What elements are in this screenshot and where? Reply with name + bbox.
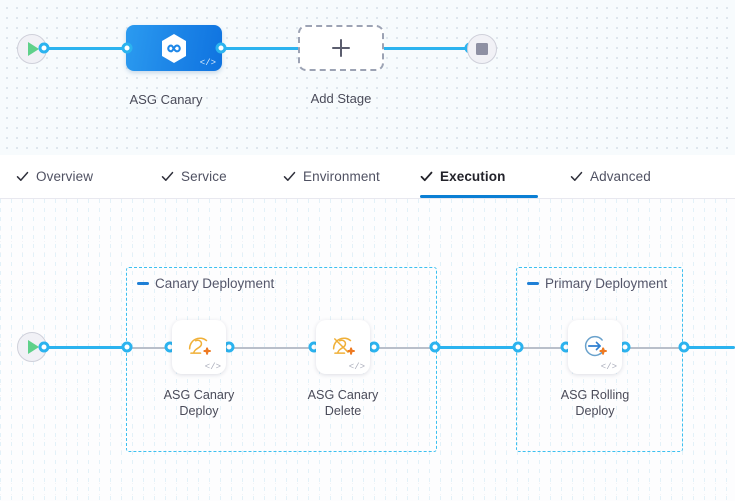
code-badge: </> bbox=[348, 362, 365, 372]
group1-exit-port[interactable] bbox=[429, 341, 441, 353]
group-header-canary-deployment[interactable]: Canary Deployment bbox=[137, 276, 274, 291]
collapse-dash-icon[interactable] bbox=[527, 282, 539, 285]
add-stage-label: Add Stage bbox=[310, 91, 372, 106]
step-label-line1: ASG Canary bbox=[163, 388, 235, 402]
step-delete-out-port[interactable] bbox=[368, 341, 380, 353]
collapse-dash-icon[interactable] bbox=[137, 282, 149, 285]
check-icon bbox=[161, 170, 174, 183]
step-label-line1: ASG Rolling bbox=[560, 388, 630, 402]
edge-asg-canary-to-add-stage bbox=[212, 47, 304, 50]
step-node-asg-canary-deploy[interactable]: </> bbox=[172, 320, 226, 374]
exec-edge-group2-out bbox=[626, 347, 684, 349]
group-canary-deployment[interactable]: Canary Deployment bbox=[126, 267, 437, 452]
stage-asg-canary-out-port[interactable] bbox=[215, 42, 227, 54]
check-icon bbox=[420, 170, 433, 183]
group2-entry-port[interactable] bbox=[512, 341, 524, 353]
stage-asg-canary-in-port[interactable] bbox=[121, 42, 133, 54]
stage-canvas[interactable]: </> ASG Canary Add Stage bbox=[0, 0, 735, 155]
tab-label: Execution bbox=[440, 169, 506, 184]
stage-label-asg-canary: ASG Canary bbox=[129, 92, 203, 107]
step-label-line1: ASG Canary bbox=[307, 388, 379, 402]
code-badge: </> bbox=[204, 362, 221, 372]
stage-tabbar: Overview Service Environment Execution bbox=[0, 155, 735, 199]
step-label-line2: Deploy bbox=[179, 404, 219, 418]
group-title: Primary Deployment bbox=[545, 276, 668, 291]
check-icon bbox=[16, 170, 29, 183]
tab-advanced[interactable]: Advanced bbox=[570, 155, 651, 198]
add-stage-button[interactable] bbox=[298, 25, 384, 71]
play-icon bbox=[28, 42, 39, 56]
code-badge: </> bbox=[600, 362, 617, 372]
asg-rolling-deploy-icon bbox=[584, 335, 607, 356]
step-label-asg-canary-deploy: ASG Canary Deploy bbox=[134, 387, 264, 419]
step-label-line2: Deploy bbox=[575, 404, 615, 418]
asg-canary-deploy-icon bbox=[188, 336, 211, 355]
step-label-asg-rolling-deploy: ASG Rolling Deploy bbox=[530, 387, 660, 419]
exec-edge-start bbox=[42, 346, 128, 349]
tab-label: Advanced bbox=[590, 169, 651, 184]
stop-icon bbox=[476, 43, 488, 55]
exec-start-port[interactable] bbox=[38, 341, 50, 353]
check-icon bbox=[283, 170, 296, 183]
group-primary-deployment[interactable]: Primary Deployment bbox=[516, 267, 683, 452]
exec-edge-group1-out bbox=[376, 347, 434, 349]
check-icon bbox=[570, 170, 583, 183]
asg-canary-delete-icon bbox=[332, 336, 355, 355]
group-title: Canary Deployment bbox=[155, 276, 275, 291]
step-node-asg-rolling-deploy[interactable]: </> bbox=[568, 320, 622, 374]
stage-node-asg-canary[interactable]: </> bbox=[126, 25, 222, 71]
exec-edge-group2-in bbox=[519, 347, 564, 349]
stage-start-node[interactable] bbox=[17, 34, 47, 64]
group-header-primary-deployment[interactable]: Primary Deployment bbox=[527, 276, 667, 291]
tab-service[interactable]: Service bbox=[161, 155, 227, 198]
exec-edge-between-groups bbox=[434, 346, 520, 349]
step-node-asg-canary-delete[interactable]: </> bbox=[316, 320, 370, 374]
group1-entry-port[interactable] bbox=[121, 341, 133, 353]
tab-underline bbox=[420, 195, 538, 198]
exec-edge-group1-in bbox=[130, 347, 170, 349]
plus-icon bbox=[331, 38, 351, 58]
play-icon bbox=[28, 340, 39, 354]
tab-label: Overview bbox=[36, 169, 94, 184]
group2-exit-port[interactable] bbox=[678, 341, 690, 353]
execution-canvas[interactable]: Canary Deployment Primary Deployment bbox=[0, 199, 735, 501]
tab-overview[interactable]: Overview bbox=[16, 155, 93, 198]
step-label-asg-canary-delete: ASG Canary Delete bbox=[278, 387, 408, 419]
edge-add-stage-to-end bbox=[382, 47, 472, 50]
exec-edge-tail bbox=[684, 346, 735, 349]
tab-label: Service bbox=[181, 169, 227, 184]
step-label-line2: Delete bbox=[324, 404, 362, 418]
exec-edge-deploy-to-delete bbox=[172, 347, 315, 349]
tab-execution[interactable]: Execution bbox=[420, 155, 538, 198]
code-badge: </> bbox=[199, 58, 216, 68]
edge-start-to-asg-canary bbox=[42, 47, 134, 50]
stage-end-node[interactable] bbox=[467, 34, 497, 64]
tab-environment[interactable]: Environment bbox=[283, 155, 380, 198]
tab-label: Environment bbox=[303, 169, 380, 184]
harness-hexagon-infinity-icon bbox=[162, 33, 186, 63]
stage-start-port[interactable] bbox=[38, 42, 50, 54]
